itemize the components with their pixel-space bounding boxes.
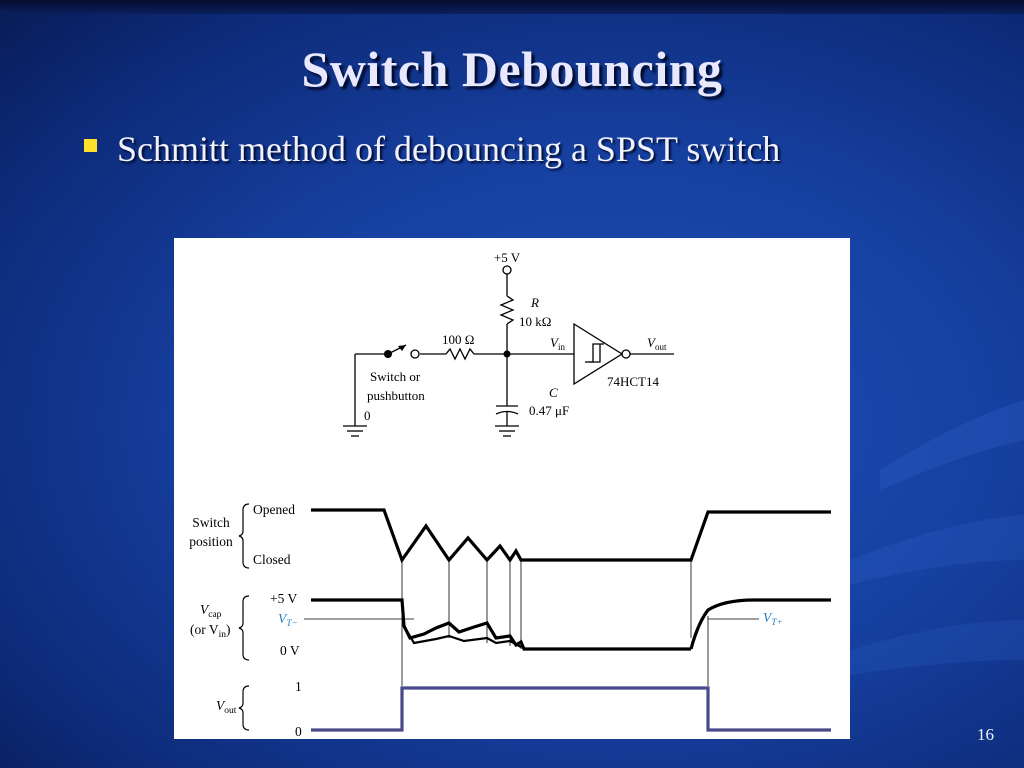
one-label: 1 — [295, 679, 302, 694]
figure-svg: +5 V R 10 kΩ 100 Ω Switch or pushbutton … — [189, 250, 831, 739]
vin-label: Vin — [550, 335, 565, 352]
vout-timing-label: Vout — [216, 698, 237, 716]
r-value: 10 kΩ — [519, 314, 551, 329]
ic-label: 74HCT14 — [607, 374, 660, 389]
bullet-icon — [84, 139, 97, 152]
resistor-100 — [445, 347, 475, 361]
page-number: 16 — [977, 725, 994, 744]
node-dot — [503, 350, 511, 358]
vcap-label: Vcap — [200, 602, 222, 620]
switch-pos-label-1: Switch — [192, 515, 230, 530]
switch-pos-label-2: position — [189, 534, 233, 549]
vout-waveform — [311, 686, 831, 732]
supply-label: +5 V — [494, 250, 521, 265]
supply-terminal — [502, 265, 512, 275]
c-value: 0.47 μF — [529, 403, 569, 418]
c-name: C — [549, 385, 558, 400]
top-band — [0, 0, 1024, 14]
zero-v-label: 0 V — [280, 643, 300, 658]
vt-minus-label: VT− — [278, 611, 298, 629]
resistor-r — [499, 295, 515, 325]
switch-contact — [410, 349, 420, 359]
switch-label-1: Switch or — [370, 369, 421, 384]
slide-title: Switch Debouncing — [301, 41, 723, 97]
bullet-text: Schmitt method of debouncing a SPST swit… — [117, 129, 781, 169]
switch-waveform — [311, 508, 831, 564]
zero-label: 0 — [295, 724, 302, 739]
opened-label: Opened — [253, 502, 295, 517]
figure: +5 V R 10 kΩ 100 Ω Switch or pushbutton … — [174, 238, 850, 739]
ground-zero: 0 — [364, 408, 371, 423]
schmitt-gate — [573, 322, 624, 386]
r-series-label: 100 Ω — [442, 332, 474, 347]
vt-plus-label: VT+ — [763, 610, 783, 628]
closed-label: Closed — [253, 552, 291, 567]
vcap-rise — [689, 598, 831, 650]
r-name: R — [530, 295, 539, 310]
switch-label-2: pushbutton — [367, 388, 425, 403]
vcap-or-label: (or Vin) — [190, 622, 231, 640]
vout-label: Vout — [647, 335, 667, 352]
plus5-label: +5 V — [270, 591, 297, 606]
